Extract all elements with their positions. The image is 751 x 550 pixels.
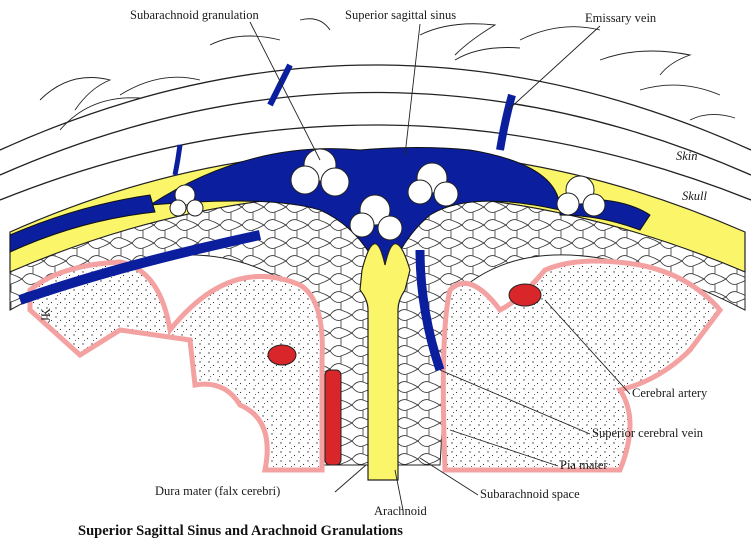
label-pia-mater: Pia mater xyxy=(560,458,608,472)
skin-line xyxy=(0,65,751,150)
label-subarachnoid-space: Subarachnoid space xyxy=(480,487,580,501)
emissary-vein-far-left xyxy=(175,145,180,175)
label-superior-cerebral-vein: Superior cerebral vein xyxy=(592,426,704,440)
label-emissary-vein: Emissary vein xyxy=(585,11,657,25)
label-skin: Skin xyxy=(676,149,698,163)
brain-left-hemisphere xyxy=(30,262,322,470)
label-subarachnoid-granulation: Subarachnoid granulation xyxy=(130,8,260,22)
label-superior-sagittal-sinus: Superior sagittal sinus xyxy=(345,8,456,22)
label-cerebral-artery: Cerebral artery xyxy=(632,386,708,400)
label-skull: Skull xyxy=(682,189,708,203)
label-arachnoid: Arachnoid xyxy=(374,504,428,518)
hair-strands xyxy=(40,19,735,130)
artist-signature: JK xyxy=(39,308,53,322)
label-dura-mater: Dura mater (falx cerebri) xyxy=(155,484,280,498)
emissary-vein-right xyxy=(500,95,512,150)
figure-caption: Superior Sagittal Sinus and Arachnoid Gr… xyxy=(78,523,403,540)
